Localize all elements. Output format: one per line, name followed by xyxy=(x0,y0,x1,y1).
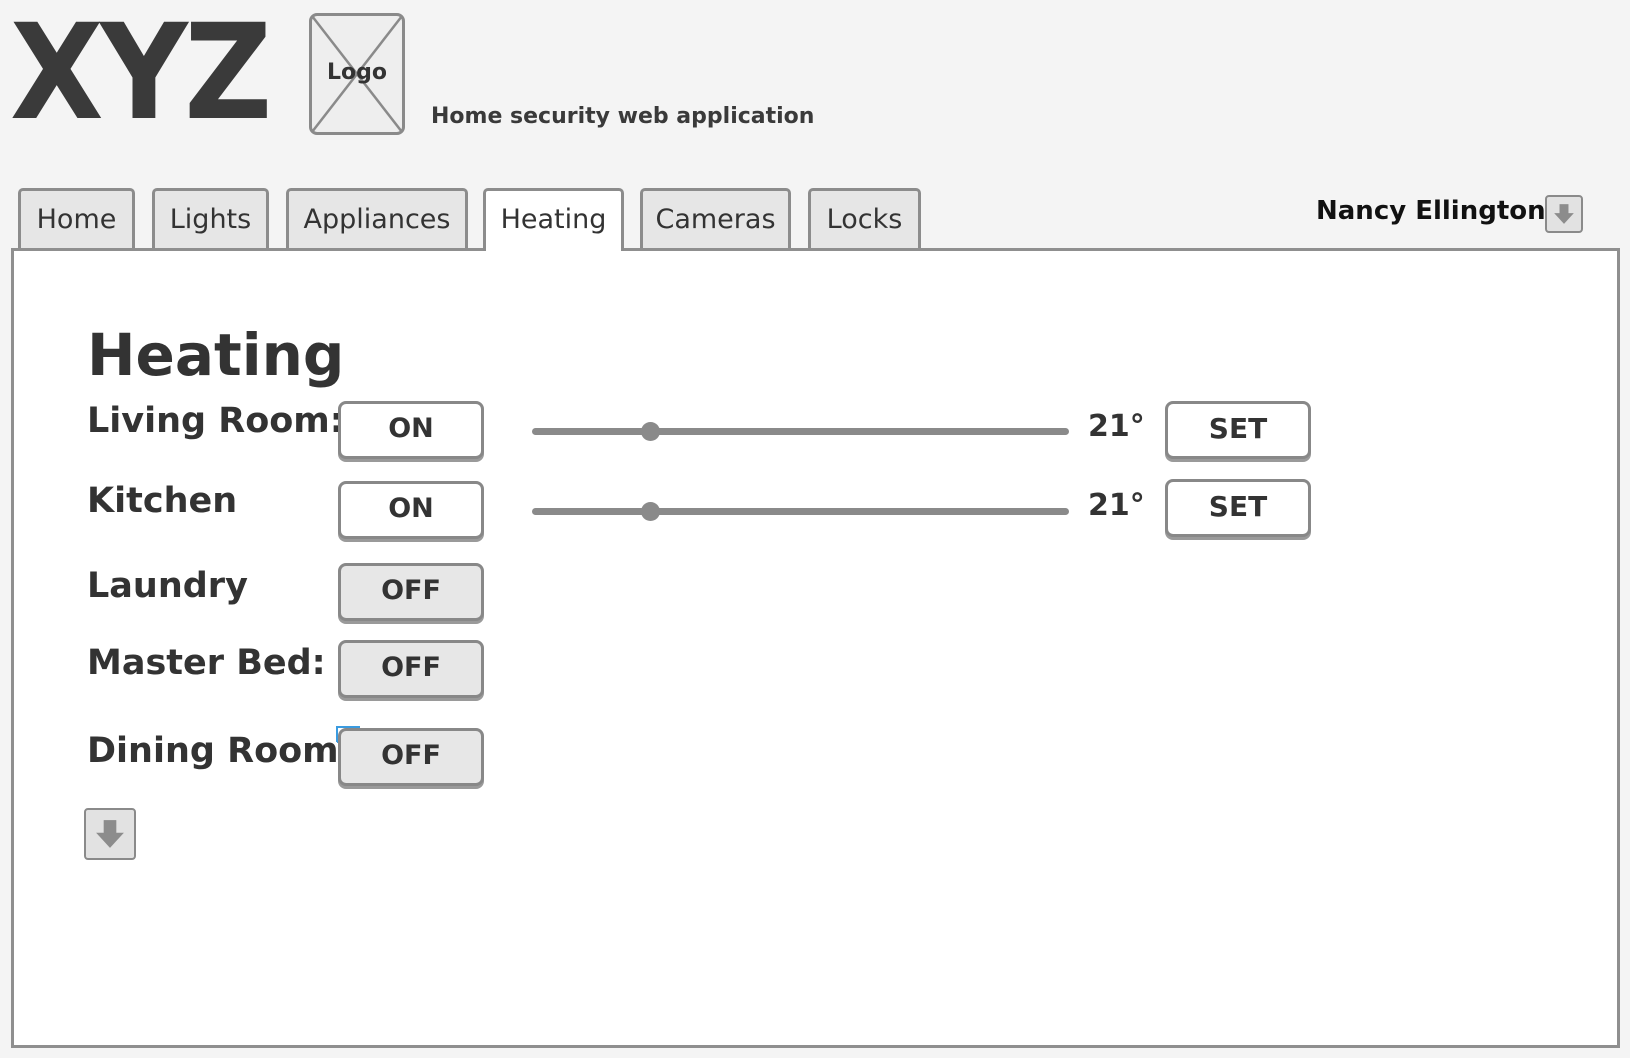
arrow-down-icon xyxy=(96,820,124,848)
page-title: Heating xyxy=(87,321,345,389)
living-room-set-button[interactable]: SET xyxy=(1165,401,1311,459)
kitchen-temperature-slider[interactable] xyxy=(532,502,1069,521)
tab-lights[interactable]: Lights xyxy=(152,188,269,248)
brand-title: XYZ xyxy=(10,0,272,150)
slider-thumb[interactable] xyxy=(641,502,661,521)
master-bed-toggle-button[interactable]: OFF xyxy=(338,640,484,698)
room-label-dining-room: Dining Room: xyxy=(87,731,353,771)
heating-panel: Heating Living Room: ON 21° SET Kitchen … xyxy=(11,248,1620,1048)
room-label-living-room: Living Room: xyxy=(87,401,344,441)
tab-home[interactable]: Home xyxy=(18,188,135,248)
kitchen-temperature: 21° xyxy=(1088,488,1145,523)
show-more-rooms-button[interactable] xyxy=(84,808,136,860)
tab-locks[interactable]: Locks xyxy=(808,188,921,248)
living-room-toggle-button[interactable]: ON xyxy=(338,401,484,459)
kitchen-set-button[interactable]: SET xyxy=(1165,479,1311,537)
living-room-temperature-slider[interactable] xyxy=(532,422,1069,441)
logo-cross-icon xyxy=(312,16,402,132)
logo-placeholder: Logo xyxy=(309,13,405,135)
room-label-master-bed: Master Bed: xyxy=(87,643,326,683)
tab-appliances[interactable]: Appliances xyxy=(286,188,468,248)
user-name: Nancy Ellington xyxy=(1316,196,1546,226)
living-room-temperature: 21° xyxy=(1088,409,1145,444)
room-label-laundry: Laundry xyxy=(87,566,248,606)
room-label-kitchen: Kitchen xyxy=(87,481,238,521)
tab-cameras[interactable]: Cameras xyxy=(640,188,791,248)
arrow-down-icon xyxy=(1554,204,1574,224)
tab-heating[interactable]: Heating xyxy=(483,188,624,251)
slider-thumb[interactable] xyxy=(641,422,661,441)
app-tagline: Home security web application xyxy=(431,104,815,129)
dining-room-toggle-button[interactable]: OFF xyxy=(338,728,484,786)
laundry-toggle-button[interactable]: OFF xyxy=(338,563,484,621)
user-menu-button[interactable] xyxy=(1545,195,1583,233)
kitchen-toggle-button[interactable]: ON xyxy=(338,481,484,539)
logo-label: Logo xyxy=(327,60,387,85)
